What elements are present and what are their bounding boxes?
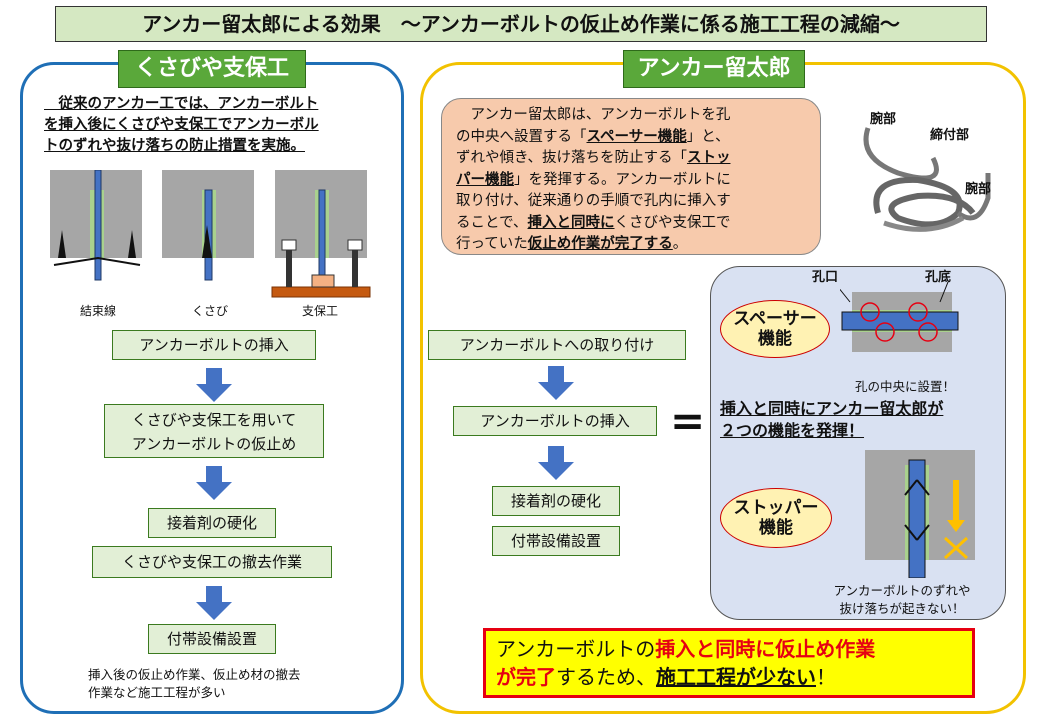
flow-arrow <box>196 368 232 402</box>
step-insert-bolt: アンカーボルトの挿入 <box>112 330 316 360</box>
stopper-diagram <box>865 450 975 578</box>
conventional-lead: 従来のアンカー工では、アンカーボルト を挿入後にくさびや支保工でアンカーボル ト… <box>44 96 319 154</box>
step-attach-product: アンカーボルトへの取り付け <box>428 330 686 360</box>
step-adhesive-cure-right: 接着剤の硬化 <box>492 486 620 516</box>
stopper-caption: アンカーボルトのずれや抜け落ちが起きない！ <box>833 583 971 616</box>
conventional-tab: くさびや支保工 <box>118 50 306 88</box>
step-accessory-right: 付帯設備設置 <box>492 526 620 556</box>
step-insert-bolt-right: アンカーボルトの挿入 <box>453 406 657 436</box>
caption-support: 支保工 <box>301 304 338 318</box>
label-hole-mouth: 孔口 <box>812 270 839 285</box>
flow-arrow <box>196 466 232 500</box>
equals-sign: = <box>670 396 706 445</box>
label-arm-lower: 腕部 <box>965 182 992 197</box>
caption-tie-wire: 結束線 <box>79 304 116 318</box>
label-clamp: 締付部 <box>930 128 970 143</box>
spacer-diagram <box>840 282 959 352</box>
product-explanation: アンカー留太郎は、アンカーボルトを孔 の中央へ設置する「スペーサー機能」と、 ず… <box>441 98 821 255</box>
flow-arrow <box>538 366 574 400</box>
flow-arrow <box>196 586 232 620</box>
step-temp-fix: くさびや支保工を用いてアンカーボルトの仮止め <box>104 404 324 458</box>
step-adhesive-cure: 接着剤の硬化 <box>148 508 276 538</box>
step-remove-support: くさびや支保工の撤去作業 <box>92 546 332 578</box>
spacer-function-label: スペーサー機能 <box>720 300 830 358</box>
conventional-note: 挿入後の仮止め作業、仮止め材の撤去作業など施工工程が多い <box>88 667 301 700</box>
product-tab: アンカー留太郎 <box>623 50 805 88</box>
flow-arrow <box>538 446 574 480</box>
stopper-function-label: ストッパー機能 <box>720 488 832 548</box>
step-accessory: 付帯設備設置 <box>148 624 276 654</box>
caption-wedge: くさび <box>191 304 228 318</box>
anchor-spring-image <box>863 127 991 232</box>
conventional-illustrations <box>50 170 371 298</box>
label-hole-bottom: 孔底 <box>925 270 952 285</box>
simultaneous-functions: 挿入と同時にアンカー留太郎が ２つの機能を発揮！ <box>720 399 944 440</box>
conclusion-box: アンカーボルトの挿入と同時に仮止め作業 が完了するため、施工工程が少ない！ <box>483 628 975 698</box>
center-caption: 孔の中央に設置！ <box>855 379 956 394</box>
page-title: アンカー留太郎による効果 ～アンカーボルトの仮止め作業に係る施工工程の減縮～ <box>55 6 987 42</box>
label-arm-upper: 腕部 <box>870 112 897 127</box>
